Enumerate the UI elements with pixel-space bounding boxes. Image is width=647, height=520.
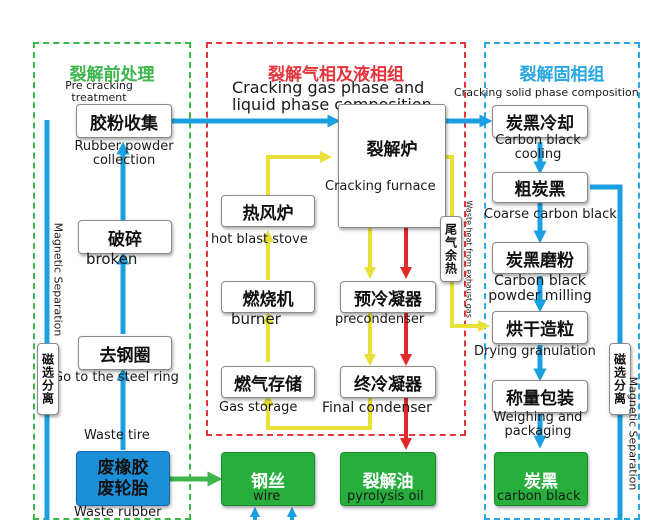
weighing-packaging-zh: 称量包装 xyxy=(506,389,574,409)
wire-label: wire xyxy=(253,489,281,504)
broken-zh: 破碎 xyxy=(108,229,142,250)
pyrolysis-oil-zh: 裂解油 xyxy=(362,471,414,492)
cracking-furnace-label: Cracking furnace xyxy=(325,179,436,194)
left-magnetic-label: Magnetic Separation xyxy=(51,222,65,337)
left-magnetic-zh: 磁选分离 xyxy=(40,353,55,405)
drying-granulation-zh: 烘干造粒 xyxy=(506,320,574,340)
weighing-packaging-label: Weighing and packaging xyxy=(478,411,598,438)
coarse-carbon-black-zh: 粗炭黑 xyxy=(514,180,566,200)
cracking-furnace-zh: 裂解炉 xyxy=(366,140,418,160)
pyrolysis-oil-label: pyrolysis oil xyxy=(347,489,424,504)
burner-zh: 燃烧机 xyxy=(242,289,294,310)
hot-blast-stove-label: hot blast stove xyxy=(211,232,308,247)
weighing-packaging-en2: packaging xyxy=(504,423,572,439)
carbon-black-cooling-node: 炭黑冷却 xyxy=(492,105,588,138)
carbon-black-cooling-en1: Carbon black xyxy=(495,133,581,148)
burner-node: 燃烧机 xyxy=(221,281,315,313)
gas-liquid-title: 裂解气相及液相组 xyxy=(268,65,404,85)
wire-zh: 钢丝 xyxy=(251,471,285,492)
wire-node: 钢丝 xyxy=(221,452,315,506)
waste-rubber-label: Waste rubber xyxy=(74,505,162,520)
left-magnetic-separation-node: 磁选分离 xyxy=(37,343,59,415)
final-condenser-node: 终冷凝器 xyxy=(340,366,436,398)
hot-blast-stove-node: 热风炉 xyxy=(221,195,315,227)
carbon-black-node: 炭黑 xyxy=(494,452,588,506)
waste-tire-zh1: 废橡胶 xyxy=(97,458,149,479)
carbon-black-milling-en2: powder milling xyxy=(488,287,592,304)
pretreatment-section xyxy=(33,42,191,520)
pretreatment-title: 裂解前处理 xyxy=(69,65,155,85)
gas-liquid-section xyxy=(206,42,466,436)
burner-label: burner xyxy=(231,310,281,328)
weighing-packaging-en1: Weighing and xyxy=(493,410,583,425)
pretreatment-subtitle-line1: Pre cracking xyxy=(65,79,133,92)
carbon-black-milling-zh: 炭黑磨粉 xyxy=(506,250,574,271)
waste-tire-node: 废橡胶 废轮胎 xyxy=(76,451,170,506)
gas-storage-node: 燃气存储 xyxy=(221,366,315,398)
exhaust-heat-zh: 尾气余热 xyxy=(443,223,458,275)
final-condenser-label: Final condenser xyxy=(322,400,432,416)
gas-storage-label: Gas storage xyxy=(219,400,298,415)
carbon-black-label: carbon black xyxy=(497,489,581,504)
right-magnetic-zh: 磁选分离 xyxy=(612,353,627,405)
rubber-powder-collection-en1: Rubber powder xyxy=(74,139,174,154)
cracking-furnace-node: 裂解炉 xyxy=(338,104,446,228)
broken-label: broken xyxy=(86,250,138,268)
pretreatment-subtitle-line2: treatment xyxy=(71,90,127,104)
rubber-powder-collection-label: Rubber powder collection xyxy=(60,140,188,167)
carbon-black-milling-label: Carbon black powder milling xyxy=(478,274,602,303)
arrow-final-to-gas-storage xyxy=(262,394,372,430)
solid-phase-title: 裂解固相组 xyxy=(519,65,605,85)
drying-granulation-node: 烘干造粒 xyxy=(492,311,588,344)
pyrolysis-oil-node: 裂解油 xyxy=(340,452,436,506)
broken-node: 破碎 xyxy=(78,220,172,254)
gas-storage-zh: 燃气存储 xyxy=(234,374,302,395)
right-magnetic-separation-node: 磁选分离 xyxy=(609,343,631,415)
rubber-powder-collection-zh: 胶粉收集 xyxy=(90,113,158,134)
final-condenser-zh: 终冷凝器 xyxy=(354,374,422,395)
coarse-carbon-black-label: Coarse carbon black xyxy=(484,207,617,222)
solid-phase-subtitle: Cracking solid phase composition xyxy=(454,86,639,99)
carbon-black-cooling-en2: cooling xyxy=(514,146,562,162)
gas-liquid-subtitle-line1: Cracking gas phase and xyxy=(232,78,425,97)
carbon-black-zh: 炭黑 xyxy=(524,471,558,492)
waste-tire-zh2: 废轮胎 xyxy=(97,478,149,499)
steel-ring-zh: 去钢圈 xyxy=(99,345,151,366)
arrow-stove-to-furnace xyxy=(266,151,332,195)
right-magnetic-label: Magnetic Separation xyxy=(626,376,640,491)
solid-phase-section xyxy=(484,42,640,520)
precondenser-zh: 预冷凝器 xyxy=(354,289,422,310)
rubber-powder-collection-en2: collection xyxy=(92,152,156,168)
carbon-black-milling-en1: Carbon black xyxy=(493,273,587,289)
waste-tire-label: Waste tire xyxy=(84,428,150,443)
rubber-powder-collection-node: 胶粉收集 xyxy=(76,104,172,138)
exhaust-heat-label: Waste heat from exhaust gas xyxy=(464,200,474,318)
carbon-black-cooling-zh: 炭黑冷却 xyxy=(506,114,574,134)
precondenser-node: 预冷凝器 xyxy=(340,281,436,313)
precondenser-label: precondenser xyxy=(335,312,425,327)
carbon-black-cooling-label: Carbon black cooling xyxy=(478,134,598,161)
coarse-carbon-black-node: 粗炭黑 xyxy=(492,172,588,203)
exhaust-heat-node: 尾气余热 xyxy=(440,216,462,282)
hot-blast-stove-zh: 热风炉 xyxy=(242,203,294,224)
carbon-black-milling-node: 炭黑磨粉 xyxy=(492,242,588,274)
pretreatment-subtitle: Pre cracking treatment xyxy=(44,80,154,103)
weighing-packaging-node: 称量包装 xyxy=(492,380,588,413)
steel-ring-node: 去钢圈 xyxy=(78,336,172,370)
steel-ring-label: Go to the steel ring xyxy=(53,370,179,385)
drying-granulation-label: Drying granulation xyxy=(474,344,596,359)
